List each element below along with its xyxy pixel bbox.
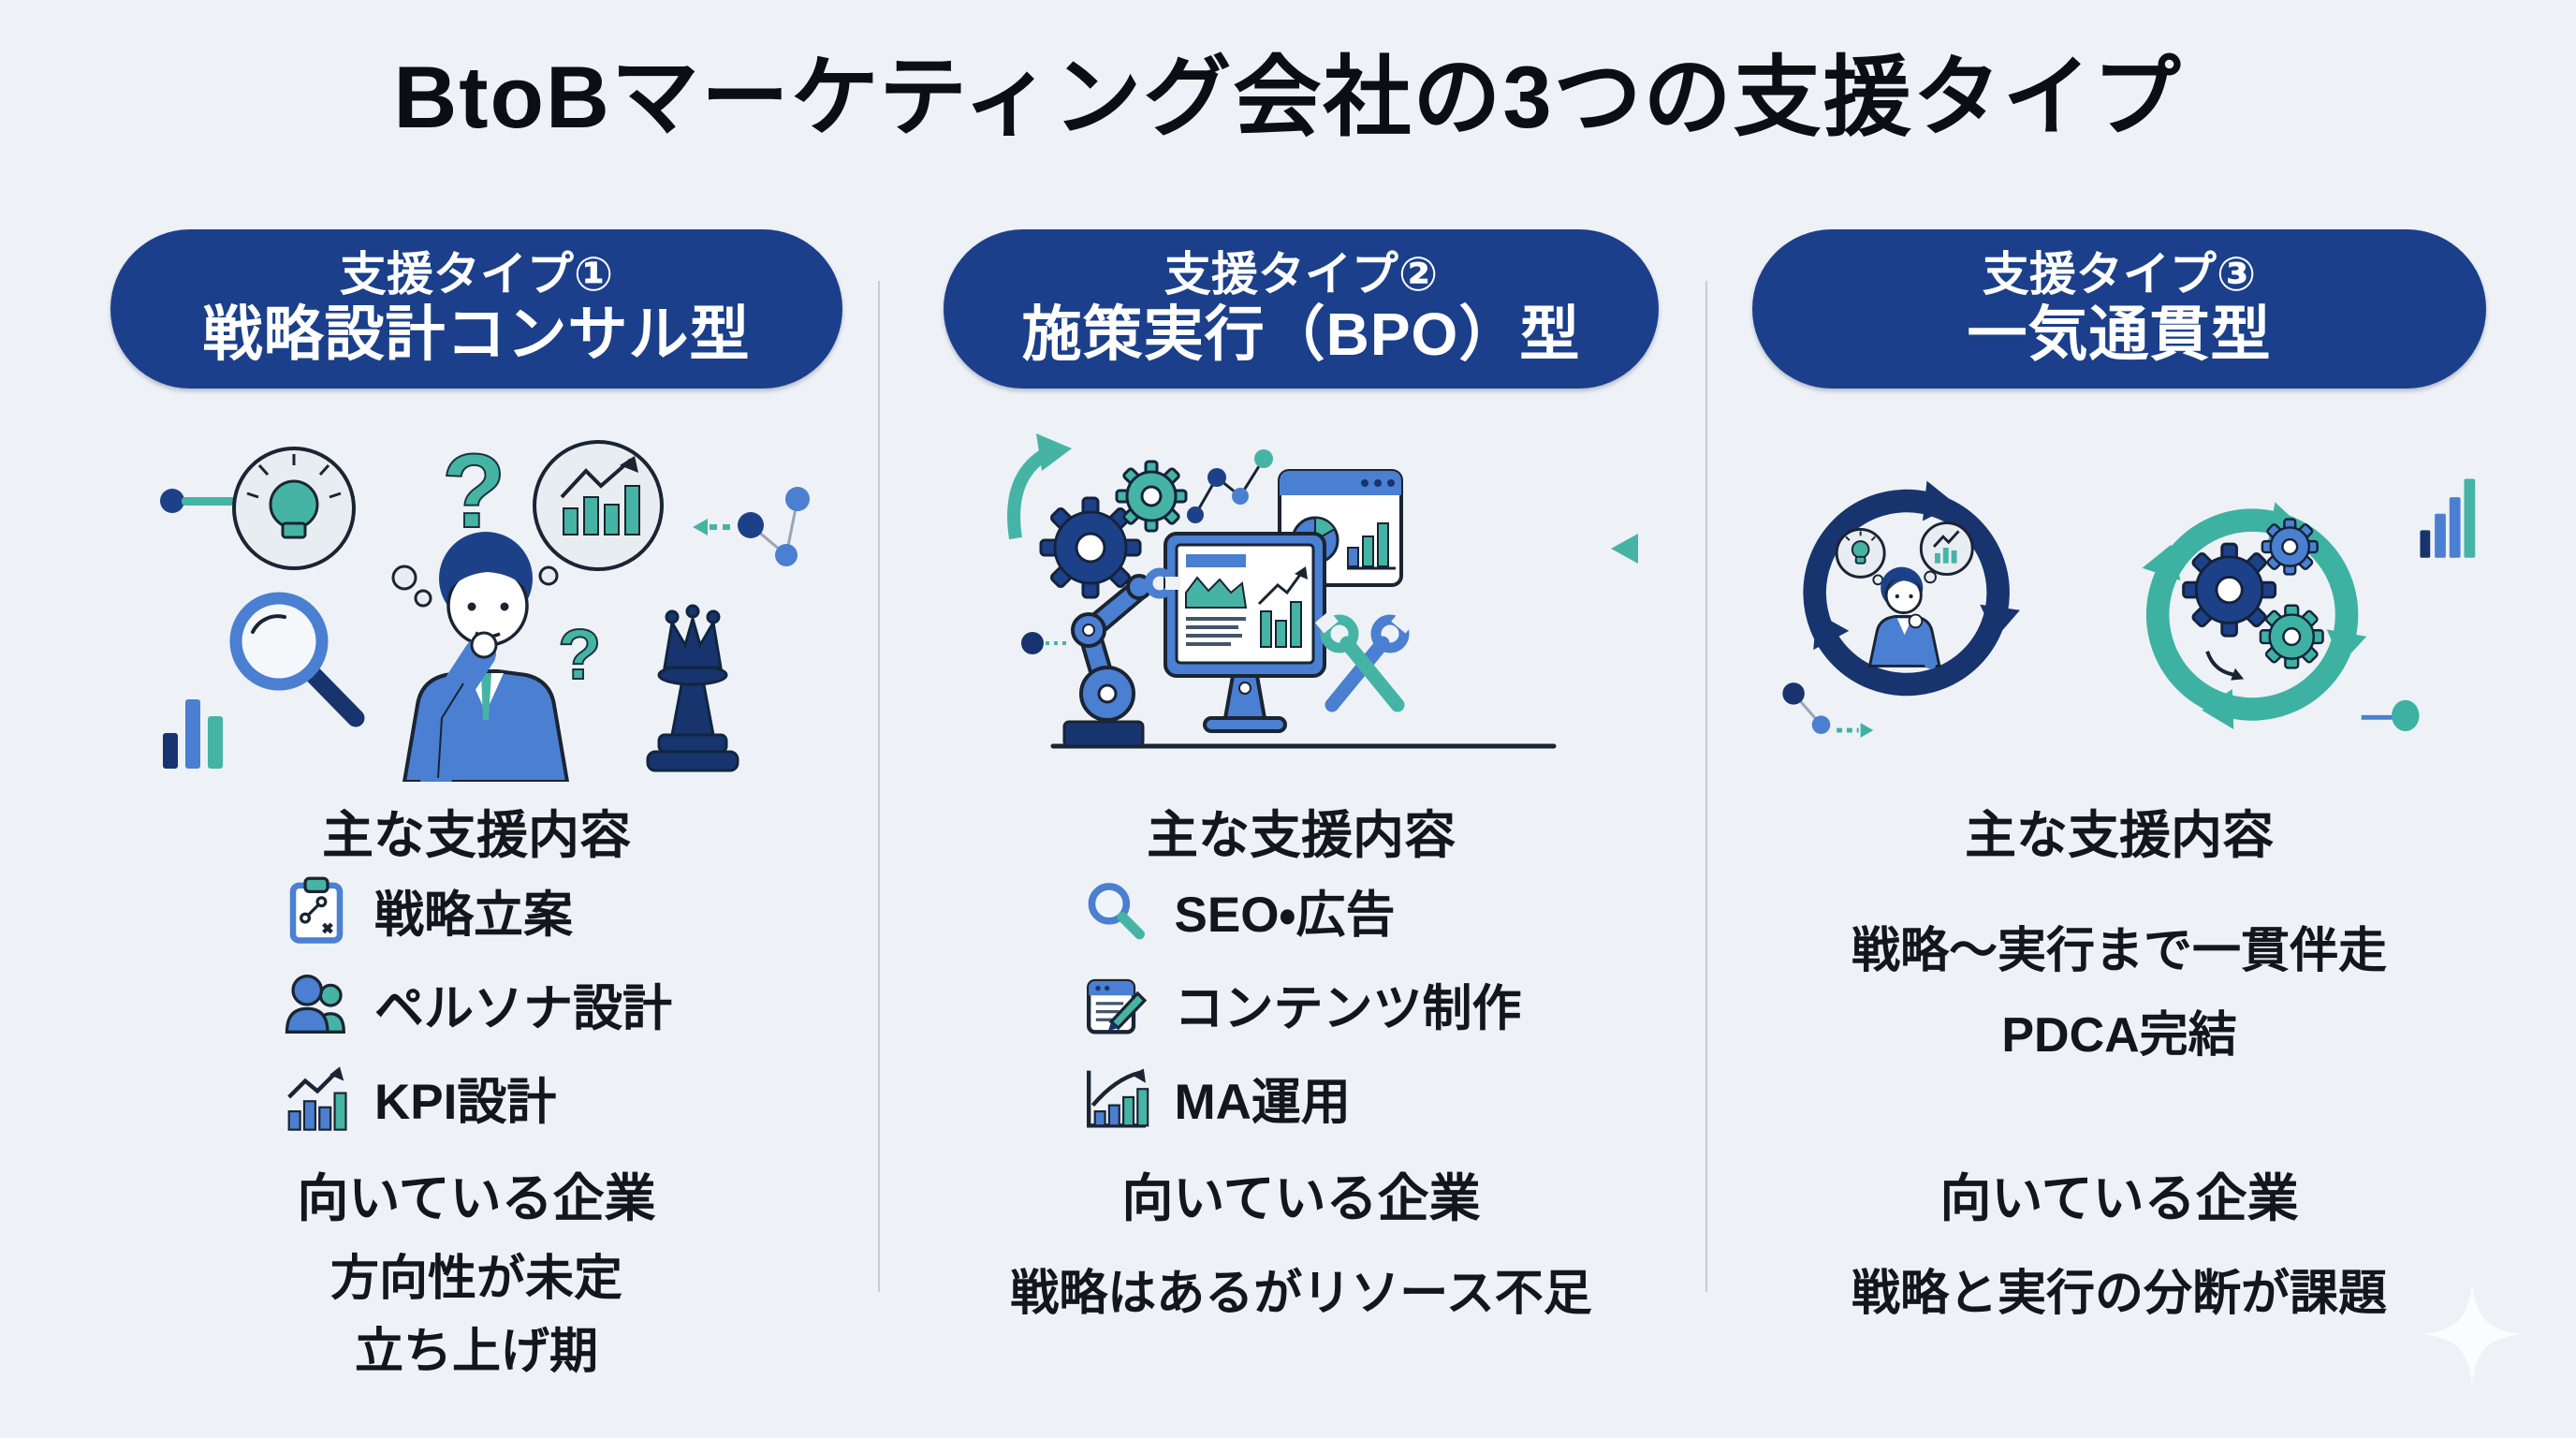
gears-group bbox=[2182, 518, 2324, 681]
thought-dot bbox=[391, 565, 417, 591]
suited-line: 戦略はあるがリソース不足 bbox=[1010, 1267, 1592, 1321]
dot-line-chart-decoration bbox=[1187, 449, 1273, 523]
gear-icon bbox=[1115, 460, 1188, 533]
type2-title: 施策実行（BPO）型 bbox=[1021, 301, 1581, 369]
column-bpo-execution: 支援タイプ② 施策実行（BPO）型 bbox=[944, 229, 1659, 1409]
service-item: MA運用 bbox=[1081, 1051, 1522, 1145]
column-end-to-end: 支援タイプ③ 一気通貫型 bbox=[1752, 229, 2486, 1409]
services-heading: 主な支援内容 bbox=[321, 806, 631, 864]
strategy-cycle-loop bbox=[1803, 480, 2020, 697]
service-item: 戦略立案 bbox=[281, 864, 672, 958]
strategy-clipboard-icon bbox=[281, 875, 352, 946]
growth-arrow-icon bbox=[1007, 433, 1072, 540]
suited-heading: 向いている企業 bbox=[297, 1169, 656, 1227]
thought-dot bbox=[538, 565, 559, 586]
type1-header-pill: 支援タイプ① 戦略設計コンサル型 bbox=[110, 229, 842, 389]
services-heading: 主な支援内容 bbox=[1146, 806, 1456, 864]
robot-arm bbox=[1062, 567, 1180, 748]
column-strategy-consulting: 支援タイプ① 戦略設計コンサル型 bbox=[110, 229, 842, 1409]
growth-chart-bubble-icon bbox=[533, 440, 664, 571]
scatter-dots-decoration bbox=[1782, 682, 1874, 738]
scatter-dots-decoration bbox=[693, 487, 810, 566]
thinking-person-small bbox=[1835, 521, 1974, 669]
persona-people-icon bbox=[281, 969, 352, 1040]
services-heading: 主な支援内容 bbox=[1964, 806, 2274, 864]
growth-bars-icon bbox=[2420, 478, 2476, 558]
question-mark-icon: ? bbox=[442, 433, 505, 550]
search-icon bbox=[1081, 875, 1152, 946]
column-divider-2 bbox=[1705, 281, 1707, 1292]
type1-title: 戦略設計コンサル型 bbox=[202, 301, 751, 369]
service-item: コンテンツ制作 bbox=[1081, 958, 1522, 1051]
suited-heading: 向いている企業 bbox=[1939, 1169, 2299, 1227]
automation-dashboard-illustration bbox=[944, 407, 1659, 782]
service-label: 戦略立案 bbox=[374, 888, 573, 943]
type2-label: 支援タイプ② bbox=[1164, 248, 1439, 301]
column-divider-1 bbox=[878, 281, 880, 1292]
suited-heading: 向いている企業 bbox=[1121, 1169, 1481, 1227]
magnifier-icon bbox=[229, 592, 365, 727]
type3-label: 支援タイプ③ bbox=[1982, 248, 2257, 301]
service-label: コンテンツ制作 bbox=[1174, 981, 1522, 1036]
suited-line: 立ち上げ期 bbox=[354, 1325, 598, 1379]
question-mark-icon: ? bbox=[558, 615, 601, 695]
services-list: SEO・広告 コンテンツ制作 MA運用 bbox=[1081, 864, 1522, 1145]
service-label: ペルソナ設計 bbox=[374, 981, 672, 1036]
bullet-line-decoration bbox=[160, 489, 249, 513]
page-title: BtoBマーケティング会社の3つの支援タイプ bbox=[393, 48, 2183, 146]
ma-growth-chart-icon bbox=[1081, 1063, 1152, 1134]
type1-label: 支援タイプ① bbox=[339, 248, 614, 301]
service-item: ペルソナ設計 bbox=[281, 958, 672, 1051]
service-label: MA運用 bbox=[1174, 1075, 1351, 1130]
sparkle-icon bbox=[2422, 1284, 2522, 1384]
kpi-chart-icon bbox=[281, 1063, 352, 1134]
wrench-tools-icon bbox=[1314, 610, 1415, 712]
thinking-consultant-illustration: ? bbox=[110, 407, 842, 782]
service-item: KPI設計 bbox=[281, 1051, 672, 1145]
service-label: KPI設計 bbox=[374, 1075, 557, 1130]
triangle-decoration bbox=[1611, 534, 1638, 564]
service-line: 戦略～実行まで一貫伴走 bbox=[1851, 924, 2387, 978]
type2-header-pill: 支援タイプ② 施策実行（BPO）型 bbox=[944, 229, 1659, 389]
pin-decoration bbox=[2361, 699, 2420, 732]
service-line: PDCA完結 bbox=[2001, 1008, 2237, 1063]
chess-queen-icon bbox=[646, 604, 739, 772]
pdca-cycle-illustration bbox=[1752, 407, 2486, 782]
services-list: 戦略立案 ペルソナ設計 KPI設計 bbox=[281, 864, 672, 1145]
mini-bar-chart-icon bbox=[163, 699, 223, 769]
type3-header-pill: 支援タイプ③ 一気通貫型 bbox=[1752, 229, 2486, 389]
gear-icon bbox=[1039, 496, 1142, 599]
type3-title: 一気通貫型 bbox=[1967, 301, 2272, 369]
service-item: SEO・広告 bbox=[1081, 864, 1522, 958]
suited-line: 方向性が未定 bbox=[329, 1252, 622, 1306]
service-label: SEO・広告 bbox=[1174, 888, 1396, 943]
lightbulb-bubble-icon bbox=[232, 447, 356, 570]
thought-dot bbox=[414, 589, 432, 608]
dot-decoration bbox=[1021, 632, 1044, 654]
suited-line: 戦略と実行の分断が課題 bbox=[1851, 1267, 2387, 1321]
thinking-person bbox=[402, 532, 570, 782]
dashboard-monitor bbox=[1164, 532, 1326, 733]
content-edit-icon bbox=[1081, 969, 1152, 1040]
